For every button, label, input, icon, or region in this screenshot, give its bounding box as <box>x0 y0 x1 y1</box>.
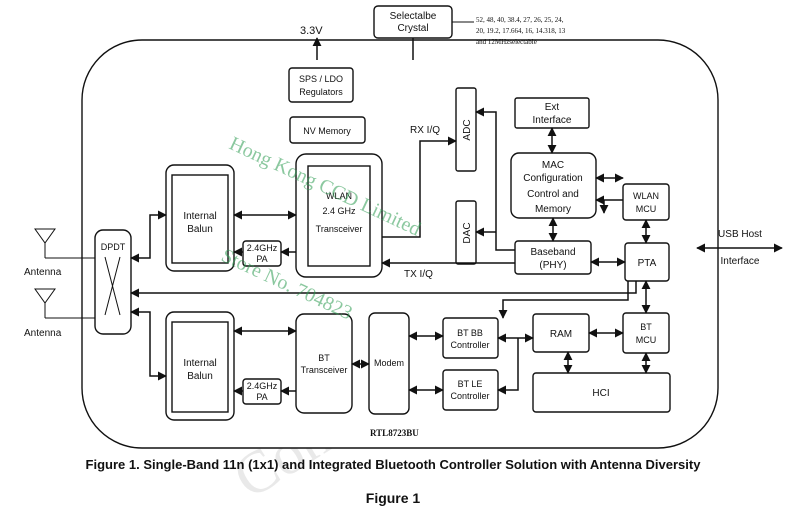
nv-memory-label: NV Memory <box>303 126 351 136</box>
usb-host-label: USB Host <box>718 229 762 240</box>
dpdt-box <box>94 229 132 335</box>
internal-balun-top-inner <box>171 174 229 264</box>
adc-baseband-link <box>475 107 515 251</box>
pta-btbb-link <box>498 281 629 319</box>
antenna-bottom-icon <box>34 288 95 319</box>
ext-label: Ext <box>545 102 560 113</box>
bt-le-controller-box <box>442 369 499 411</box>
bt-le-label-2: Controller <box>450 391 489 401</box>
wlan-mcu-box <box>622 183 670 221</box>
balun-bottom-label-2: Balun <box>187 371 213 382</box>
dpdt-balun-top-link <box>130 210 167 263</box>
interface-label: Interface <box>533 115 572 126</box>
bt-mcu-box <box>622 312 670 354</box>
bt-bb-controller-box <box>442 317 499 359</box>
ram-label: RAM <box>550 329 572 340</box>
wlan-transceiver-label-2: 2.4 GHz <box>322 206 356 216</box>
wlan-mcu-label-2: MCU <box>636 204 657 214</box>
bt-bb-label-1: BT BB <box>457 328 483 338</box>
pa-bottom-label-1: 2.4GHz <box>247 381 278 391</box>
pa-top-label-1: 2.4GHz <box>247 243 278 253</box>
phy-label: (PHY) <box>539 260 566 271</box>
nv-memory-box <box>289 116 366 144</box>
bt-transceiver-box <box>295 313 353 414</box>
rx-iq-label: RX I/Q <box>410 125 440 136</box>
bt-mcu-label-1: BT <box>640 322 652 332</box>
wlan-transceiver-label-1: WLAN <box>326 191 352 201</box>
figure-label: Figure 1 <box>366 490 421 506</box>
baseband-label: Baseband <box>530 247 575 258</box>
wlan-transceiver-label-3: Transceiver <box>316 224 363 234</box>
balun-top-label-2: Balun <box>187 224 213 235</box>
pta-dpdt-link <box>130 281 637 298</box>
dpdt-cross-2 <box>104 256 121 316</box>
mac-label-2: Configuration <box>523 173 582 184</box>
chip-name-label: RTL8723BU <box>370 428 419 438</box>
rx-iq-link <box>382 136 457 238</box>
bt-bb-label-2: Controller <box>450 340 489 350</box>
pta-label: PTA <box>638 258 657 269</box>
crystal-label-1: Selectalbe <box>390 11 437 22</box>
btle-ram-link <box>497 338 519 395</box>
adc-box <box>455 87 477 172</box>
antenna-top-label: Antenna <box>24 267 62 278</box>
supply-voltage-label: 3.3V <box>300 25 323 37</box>
crystal-note-3: and 12MHzselectable <box>476 38 537 46</box>
internal-balun-bottom-inner <box>171 321 229 413</box>
dpdt-balun-bottom-link <box>130 307 167 381</box>
wlan-mcu-label-1: WLAN <box>633 191 659 201</box>
dpdt-label: DPDT <box>101 242 126 252</box>
antenna-bottom-label: Antenna <box>24 328 62 339</box>
crystal-note-1: 52, 48, 40, 38.4, 27, 26, 25, 24, <box>476 16 564 24</box>
hci-label: HCI <box>592 388 609 399</box>
sps-ldo-regulators-box <box>288 67 354 103</box>
bt-transceiver-label-1: BT <box>318 353 330 363</box>
modem-label: Modem <box>374 358 404 368</box>
antenna-top-icon <box>34 228 95 259</box>
tx-iq-label: TX I/Q <box>404 269 433 280</box>
pa-bottom-label-2: PA <box>256 392 267 402</box>
bt-le-label-1: BT LE <box>458 379 483 389</box>
adc-label: ADC <box>462 119 473 140</box>
hci-box <box>532 372 671 413</box>
balun-bottom-label-1: Internal <box>183 358 216 369</box>
wlan-transceiver-inner <box>307 165 371 267</box>
mac-label-3: Control and <box>527 189 579 200</box>
mac-label-1: MAC <box>542 160 564 171</box>
dac-label: DAC <box>462 222 473 243</box>
mac-label-4: Memory <box>535 204 571 215</box>
balun-top-label-1: Internal <box>183 211 216 222</box>
figure-title: Figure 1. Single-Band 11n (1x1) and Inte… <box>86 457 702 472</box>
crystal-label-2: Crystal <box>397 23 428 34</box>
usb-interface-label: Interface <box>721 256 760 267</box>
crystal-note-2: 20, 19.2, 17.664, 16, 14.318, 13 <box>476 27 566 35</box>
sps-ldo-label: SPS / LDO <box>299 74 343 84</box>
bt-mcu-label-2: MCU <box>636 335 657 345</box>
regulators-label: Regulators <box>299 87 343 97</box>
bt-transceiver-label-2: Transceiver <box>301 365 348 375</box>
pa-top-label-2: PA <box>256 254 267 264</box>
